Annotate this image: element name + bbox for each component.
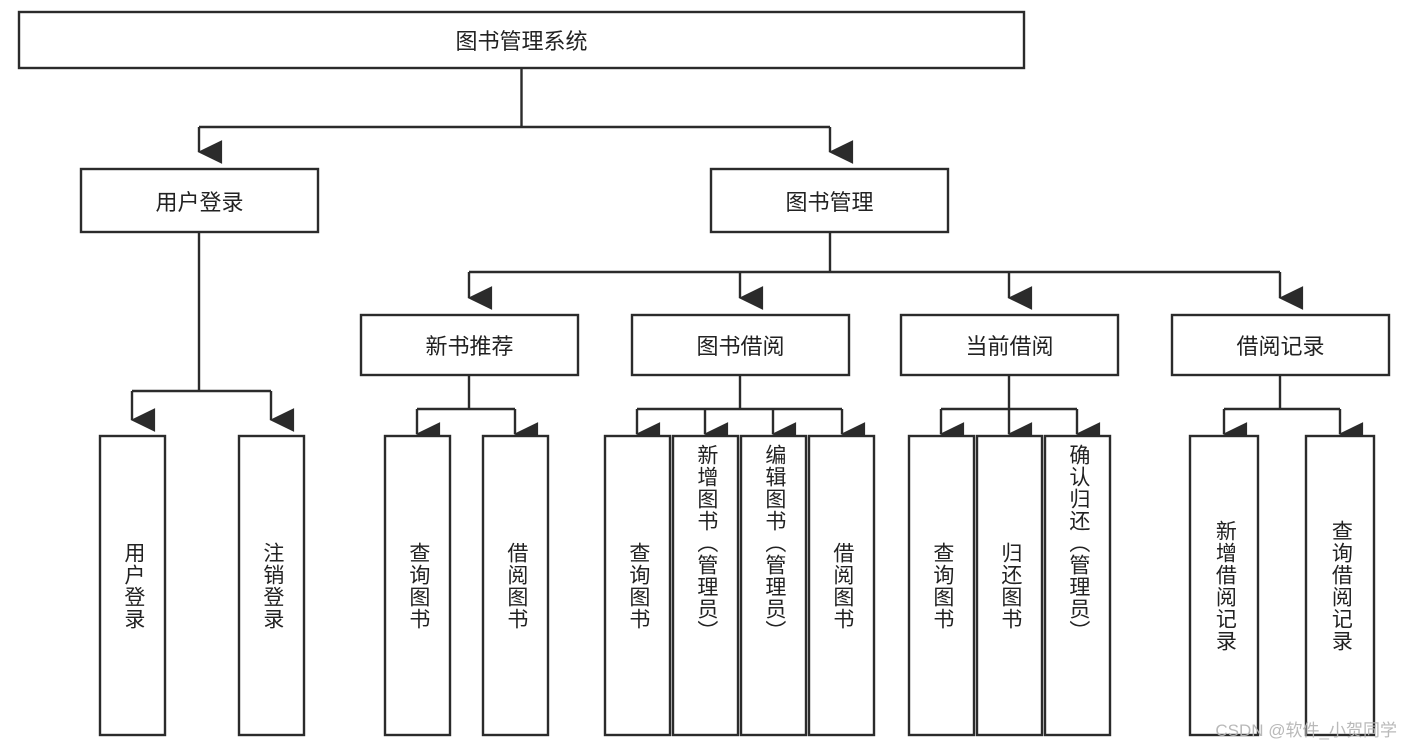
node-box-leaf-borrow-books-2[interactable] [807, 434, 876, 737]
node-box-leaf-add-book[interactable] [671, 434, 740, 737]
node-box-leaf-query-books-3[interactable] [907, 434, 976, 737]
connector-root-trunk [199, 68, 830, 129]
node-box-user-login[interactable] [79, 167, 320, 234]
node-box-borrow-records[interactable] [1170, 313, 1391, 377]
node-box-leaf-query-books-2[interactable] [603, 434, 672, 737]
node-box-new-book-recommend[interactable] [359, 313, 580, 377]
node-box-book-management[interactable] [709, 167, 950, 234]
node-box-leaf-confirm-return[interactable] [1043, 434, 1112, 737]
node-box-leaf-return-books[interactable] [975, 434, 1044, 737]
connector-current-borrow-trunk [941, 375, 1077, 411]
node-box-leaf-borrow-books-1[interactable] [481, 434, 550, 737]
node-box-current-borrow[interactable] [899, 313, 1120, 377]
connector-new-book-trunk [417, 375, 515, 411]
node-box-leaf-add-record[interactable] [1188, 434, 1260, 737]
node-box-book-borrow[interactable] [630, 313, 851, 377]
connector-borrow-records-trunk [1224, 375, 1340, 411]
connector-book-borrow-trunk [637, 375, 842, 411]
node-box-leaf-user-login[interactable] [98, 434, 167, 737]
node-box-leaf-logout-login[interactable] [237, 434, 306, 737]
node-box-root[interactable] [17, 10, 1026, 70]
node-box-leaf-query-books-1[interactable] [383, 434, 452, 737]
connector-user-login-trunk [132, 232, 271, 393]
node-box-leaf-edit-book[interactable] [739, 434, 808, 737]
connector-book-management-trunk [469, 232, 1280, 274]
node-box-leaf-query-record[interactable] [1304, 434, 1376, 737]
